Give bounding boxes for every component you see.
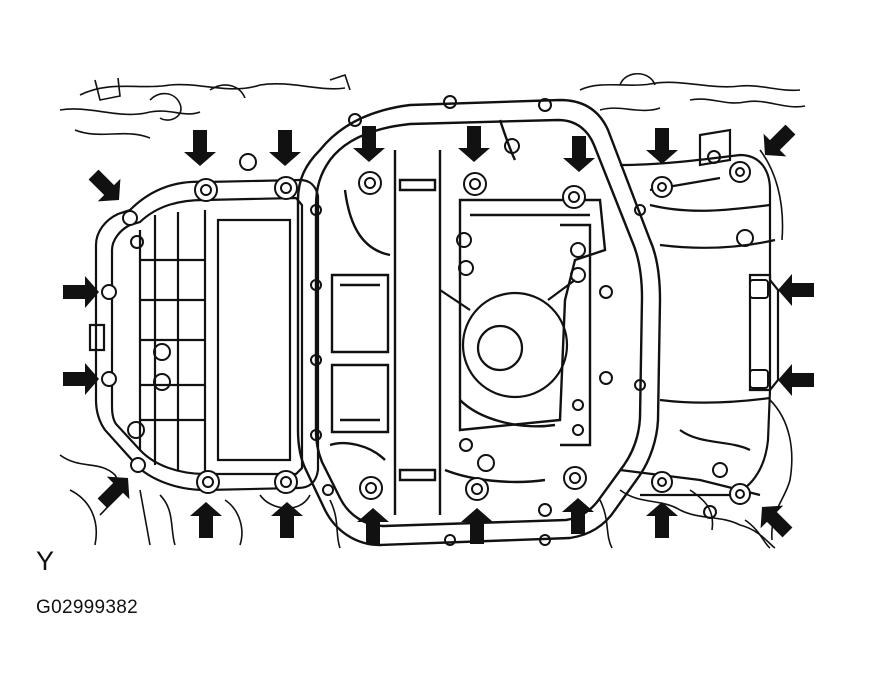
pan-bolts (101, 161, 769, 505)
bolt-icon (563, 466, 587, 490)
left-pan-holes (127, 153, 257, 439)
engine-block-background (59, 72, 806, 549)
arrow-icon (190, 502, 222, 538)
view-letter: Y (36, 546, 55, 576)
arrow-icon (562, 498, 594, 534)
arrow-icon (353, 126, 385, 162)
arrow-icon (271, 502, 303, 538)
bolt-icon (729, 161, 751, 183)
bolt-icon (196, 470, 220, 494)
figure-id: G02999382 (36, 597, 139, 618)
left-pan-section (88, 178, 320, 492)
arrow-icon (753, 118, 802, 167)
bolt-icon (274, 470, 298, 494)
arrow-icon (184, 130, 216, 166)
arrow-icon (91, 466, 140, 515)
right-pan-section (619, 128, 780, 497)
arrow-icon (63, 276, 99, 308)
bolt-icon (101, 284, 117, 300)
oil-strainer (439, 279, 576, 399)
bolt-icon (749, 369, 769, 389)
bolt-icon (651, 176, 673, 198)
center-plate-holes (310, 95, 646, 546)
arrow-icon (269, 130, 301, 166)
arrow-icon (750, 495, 799, 544)
bolt-icon (194, 178, 218, 202)
arrow-icon (563, 136, 595, 172)
arrow-icon (63, 363, 99, 395)
bolt-icon (359, 476, 383, 500)
bolt-icon (465, 477, 489, 501)
bolt-icon (729, 483, 751, 505)
arrow-icon (82, 163, 131, 212)
oil-pan-bolt-diagram (59, 72, 814, 549)
bolt-icon (358, 171, 382, 195)
arrow-icon (778, 364, 814, 396)
bolt-icon (562, 185, 586, 209)
arrow-icon (778, 274, 814, 306)
bolt-icon (122, 210, 138, 226)
bolt-icon (651, 471, 673, 493)
right-section-holes (703, 150, 754, 519)
center-baffle-plate (296, 98, 662, 547)
bolt-icon (274, 176, 298, 200)
arrow-icon (461, 508, 493, 544)
bolt-icon (130, 457, 146, 473)
arrow-icon (646, 128, 678, 164)
bolt-icon (463, 172, 487, 196)
bolt-icon (749, 279, 769, 299)
arrow-icon (458, 126, 490, 162)
bolt-icon (101, 371, 117, 387)
